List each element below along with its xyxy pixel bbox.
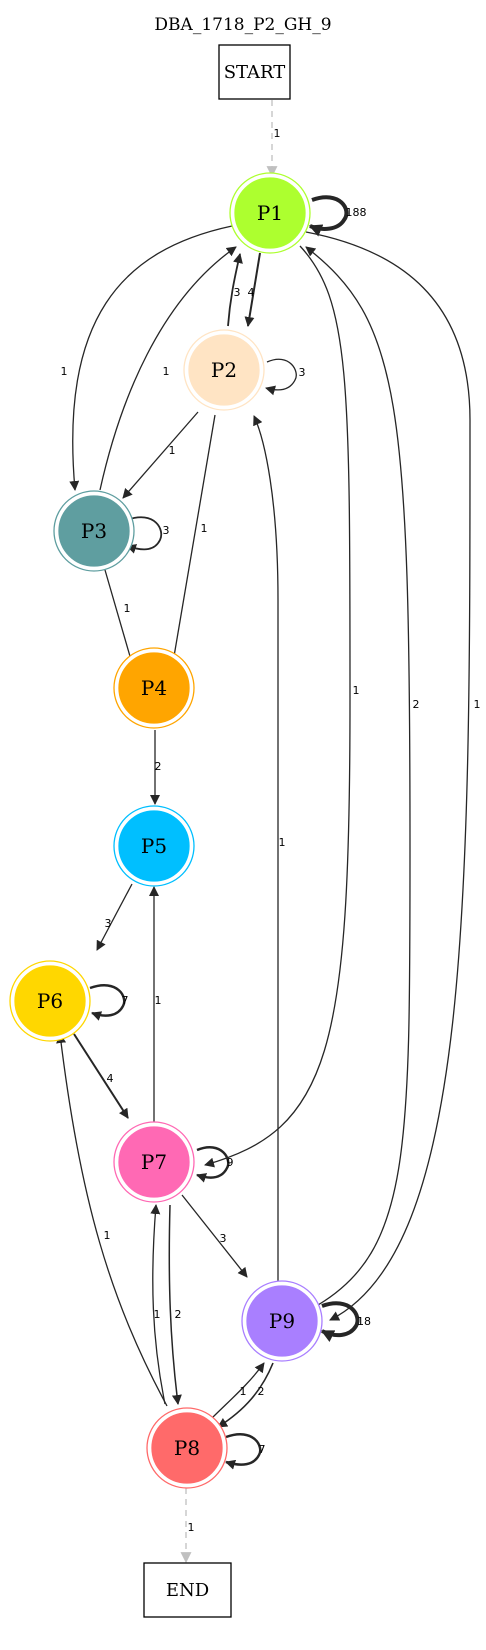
edge-label-start-p1: 1 [274, 127, 281, 140]
edge-p1-p7 [204, 245, 351, 1168]
end-label: END [166, 1580, 209, 1601]
edge-p7-p7 [196, 1146, 230, 1183]
edge-p1-p1 [308, 195, 349, 237]
edge-label-p8-end: 1 [188, 1521, 195, 1534]
node-p6-fill [14, 965, 86, 1037]
edge-p9-p1 [305, 246, 411, 1306]
edge-label-p8-p6: 1 [104, 1229, 111, 1242]
edge-label-p9-p2: 1 [279, 836, 286, 849]
edge-label-p2-p1: 3 [234, 286, 241, 299]
edge-label-p3-p1: 1 [163, 365, 170, 378]
diagram-title: DBA_1718_P2_GH_9 [154, 15, 331, 35]
edge-label-p2-p2: 3 [299, 366, 306, 379]
edge-p2-p4 [166, 414, 216, 681]
node-p6-label: P6 [37, 989, 63, 1013]
edge-label-p4-p5: 2 [155, 760, 162, 773]
edge-p8-p7 [150, 1204, 166, 1405]
node-p8-fill [151, 1412, 223, 1484]
node-p2: P2 [183, 329, 265, 411]
edge-label-p3-p3: 3 [163, 524, 170, 537]
edge-label-p1-p1: 188 [346, 206, 367, 219]
edge-p2-p3 [122, 411, 199, 499]
edge-p1-p9 [305, 231, 471, 1321]
edge-p6-p7 [73, 1033, 129, 1119]
node-p8: P8 [146, 1407, 228, 1489]
edge-p3-p3 [126, 516, 163, 554]
edge-label-p8-p9: 1 [240, 1385, 247, 1398]
node-p4-label: P4 [141, 676, 167, 700]
edge-p7-p8 [168, 1204, 182, 1405]
edge-p2-p2 [265, 358, 297, 396]
edge-label-p6-p7: 4 [107, 1072, 114, 1085]
edge-p6-p6 [89, 984, 126, 1021]
edge-label-p2-p3: 1 [169, 444, 176, 457]
edge-label-p7-p7: 9 [227, 1156, 234, 1169]
node-p5: P5 [113, 805, 195, 887]
edge-labels: 1 188 4 3 1 1 1 2 1 3 1 1 3 1 2 3 7 4 1 … [61, 127, 481, 1534]
edge-p3-p1 [99, 246, 237, 491]
edge-p1-p3 [69, 225, 233, 491]
edge-label-p8-p8: 7 [259, 1443, 266, 1456]
edge-label-p9-p9: 18 [357, 1315, 371, 1328]
edge-p5-p6 [96, 883, 133, 951]
node-p8-label: P8 [174, 1436, 200, 1460]
edge-label-p1-p3: 1 [61, 365, 68, 378]
edge-label-p7-p9: 3 [220, 1232, 227, 1245]
edge-p8-p9 [209, 1362, 265, 1421]
edge-label-p9-p1: 2 [413, 698, 420, 711]
edge-label-p7-p8: 2 [175, 1308, 182, 1321]
edge-label-p8-p7: 1 [154, 1308, 161, 1321]
edge-label-p7-p5: 1 [155, 994, 162, 1007]
node-p5-label: P5 [141, 834, 167, 858]
edge-label-p6-p6: 7 [122, 994, 129, 1007]
edge-p9-p2 [253, 415, 279, 1283]
node-p2-fill [188, 334, 260, 406]
edge-p8-p8 [225, 1433, 262, 1470]
node-p4-fill [118, 652, 190, 724]
node-p7: P7 [113, 1121, 195, 1203]
node-p9: P9 [241, 1280, 323, 1362]
start-node: START [218, 44, 291, 100]
node-p3-label: P3 [81, 519, 107, 543]
edge-label-p1-p9: 1 [474, 698, 481, 711]
node-p9-fill [246, 1285, 318, 1357]
edge-label-p1-p2: 4 [248, 286, 255, 299]
node-p4: P4 [113, 647, 195, 729]
node-p7-label: P7 [141, 1150, 167, 1174]
node-p3: P3 [53, 490, 135, 572]
edge-p9-p8 [217, 1362, 274, 1428]
edge-p8-p6 [56, 1033, 168, 1407]
edge-label-p1-p7: 1 [353, 684, 360, 697]
node-p1-fill [234, 177, 306, 249]
edge-p2-p1 [227, 253, 243, 327]
edge-label-p2-p4: 1 [201, 522, 208, 535]
node-p6: P6 [9, 960, 91, 1042]
edge-label-p5-p6: 3 [105, 917, 112, 930]
node-p5-fill [118, 810, 190, 882]
edge-p7-p9 [181, 1194, 248, 1278]
node-p3-fill [58, 495, 130, 567]
node-p9-label: P9 [269, 1309, 295, 1333]
edge-label-p3-p4: 1 [124, 602, 131, 615]
node-p2-label: P2 [211, 358, 237, 382]
edge-p9-p9 [320, 1301, 360, 1343]
end-node: END [143, 1562, 232, 1618]
node-p1: P1 [229, 172, 311, 254]
node-p1-label: P1 [257, 201, 283, 225]
edge-label-p9-p8: 2 [258, 1385, 265, 1398]
node-p7-fill [118, 1126, 190, 1198]
start-label: START [224, 62, 286, 83]
edge-p1-p2 [244, 252, 261, 327]
